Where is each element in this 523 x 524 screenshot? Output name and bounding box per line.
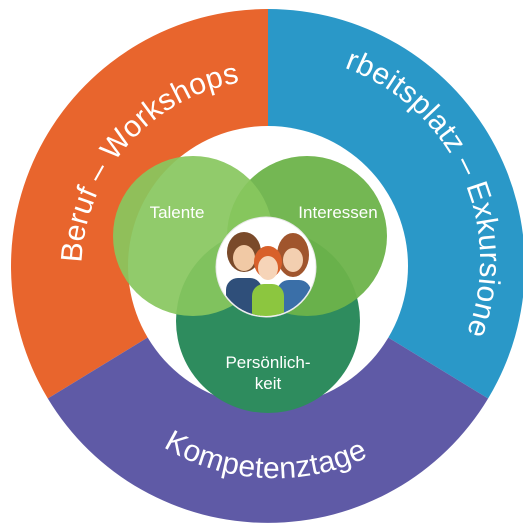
label-persoenlichkeit-line2: keit (255, 374, 282, 393)
ring-segment-kompetenztage (47, 325, 489, 523)
children-illustration (215, 216, 317, 318)
label-talente: Talente (150, 203, 205, 222)
label-persoenlichkeit-line1: Persönlich- (225, 353, 310, 372)
ring-segment-arbeitsplatz (268, 9, 523, 399)
label-interessen: Interessen (298, 203, 377, 222)
